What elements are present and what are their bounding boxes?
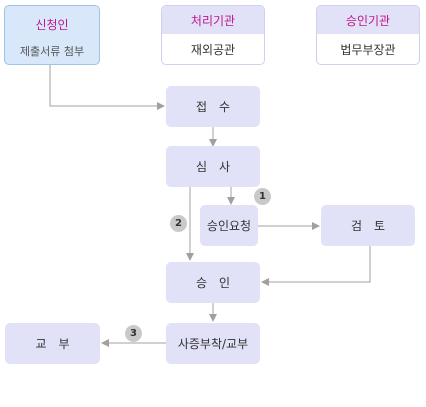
arrow-applicant-to-receipt	[49, 65, 165, 110]
badge-1: 1	[254, 188, 271, 205]
processing-org-box: 처리기관 재외공관	[161, 5, 265, 65]
processing-org-name: 재외공관	[190, 42, 236, 57]
arrow-examination-to-approval	[261, 245, 371, 286]
approval-org-title: 승인기관	[317, 6, 419, 34]
applicant-title: 신청인	[35, 18, 69, 32]
applicant-subtitle: 제출서류 첨부	[19, 45, 85, 58]
approval-org-name: 법무부장관	[340, 42, 396, 57]
step-delivery: 교 부	[5, 323, 100, 364]
applicant-box: 신청인 제출서류 첨부	[4, 5, 100, 65]
step-receipt: 접 수	[166, 86, 260, 127]
step-visa-issue: 사증부착/교부	[166, 323, 260, 364]
step-approval-request: 승인요청	[200, 205, 258, 246]
badge-3: 3	[125, 325, 142, 342]
step-approval: 승 인	[166, 262, 260, 303]
badge-2: 2	[170, 215, 187, 232]
approval-org-box: 승인기관 법무부장관	[316, 5, 420, 65]
processing-org-title: 처리기관	[162, 6, 264, 34]
step-review: 심 사	[166, 146, 260, 187]
step-examination: 검 토	[321, 205, 415, 246]
